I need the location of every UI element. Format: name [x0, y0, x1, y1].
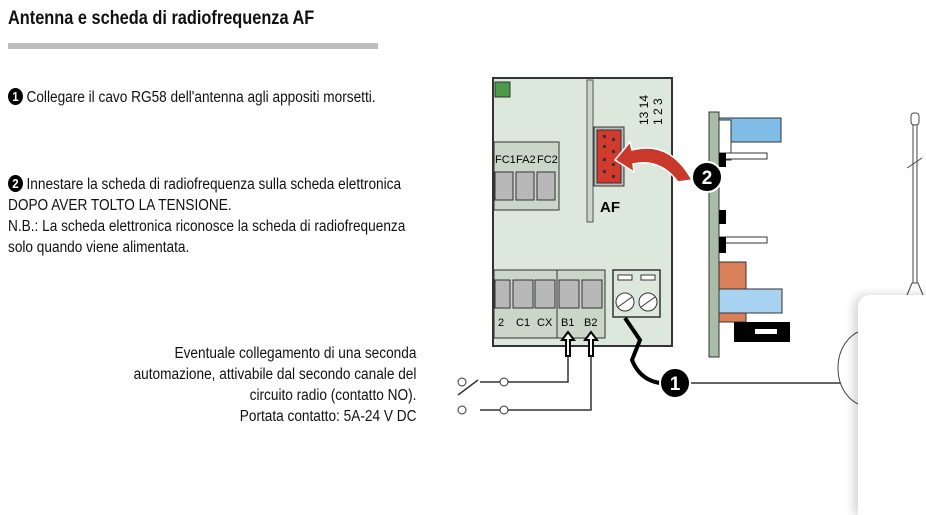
step-2-badge: 2	[8, 175, 23, 192]
wiring-diagram: 13 14 1 2 3 AF FC1 FA2 FC2 2 C1 CX B1 B2	[457, 77, 926, 415]
callout-1	[659, 367, 691, 399]
terminal-fa2: FA2	[516, 154, 536, 166]
no-contact-switch	[457, 379, 479, 396]
af-label: AF	[600, 199, 620, 216]
step-1-badge: 1	[8, 88, 23, 105]
terminal-2: 2	[498, 317, 504, 329]
contact-terminal	[499, 405, 509, 415]
svg-text:13 14: 13 14	[637, 95, 651, 125]
terminal-fc1: FC1	[495, 154, 516, 166]
terminal-c1: C1	[516, 317, 530, 329]
terminal-cx: CX	[537, 317, 553, 329]
terminal-b1: B1	[561, 317, 574, 329]
terminal-fc2: FC2	[537, 154, 558, 166]
title-underline	[8, 43, 378, 49]
section-title: Antenna e scheda di radiofrequenza AF	[8, 8, 315, 29]
second-automation-note: Eventuale collegamento di una seconda au…	[133, 343, 416, 427]
contact-terminal	[499, 377, 509, 387]
note-line: circuito radio (contatto NO).	[249, 387, 416, 404]
board-slot	[586, 79, 594, 223]
rf-card-component	[718, 288, 783, 314]
step-2-note: N.B.: La scheda elettronica riconosce la…	[8, 218, 406, 256]
insert-arrow-icon	[613, 140, 694, 183]
svg-text:1: 1	[670, 374, 681, 395]
svg-text:2: 2	[702, 168, 713, 189]
note-line: Portata contatto: 5A-24 V DC	[239, 408, 416, 425]
board-led	[494, 81, 511, 98]
callout-2	[691, 161, 723, 193]
pin-numbers: 13 14 1 2 3	[637, 95, 665, 125]
note-line: automazione, attivabile dal secondo cana…	[133, 366, 416, 383]
antenna-cable	[623, 316, 661, 385]
overlay-panel	[858, 295, 926, 515]
rf-card	[708, 111, 720, 358]
terminal-b2: B2	[584, 317, 597, 329]
step-2-text: Innestare la scheda di radiofrequenza su…	[8, 176, 402, 214]
step-1-text: Collegare il cavo RG58 dell'antenna agli…	[26, 89, 376, 106]
svg-text:1 2 3: 1 2 3	[651, 98, 665, 125]
note-line: Eventuale collegamento di una seconda	[174, 345, 416, 362]
antenna-rod	[912, 117, 918, 284]
